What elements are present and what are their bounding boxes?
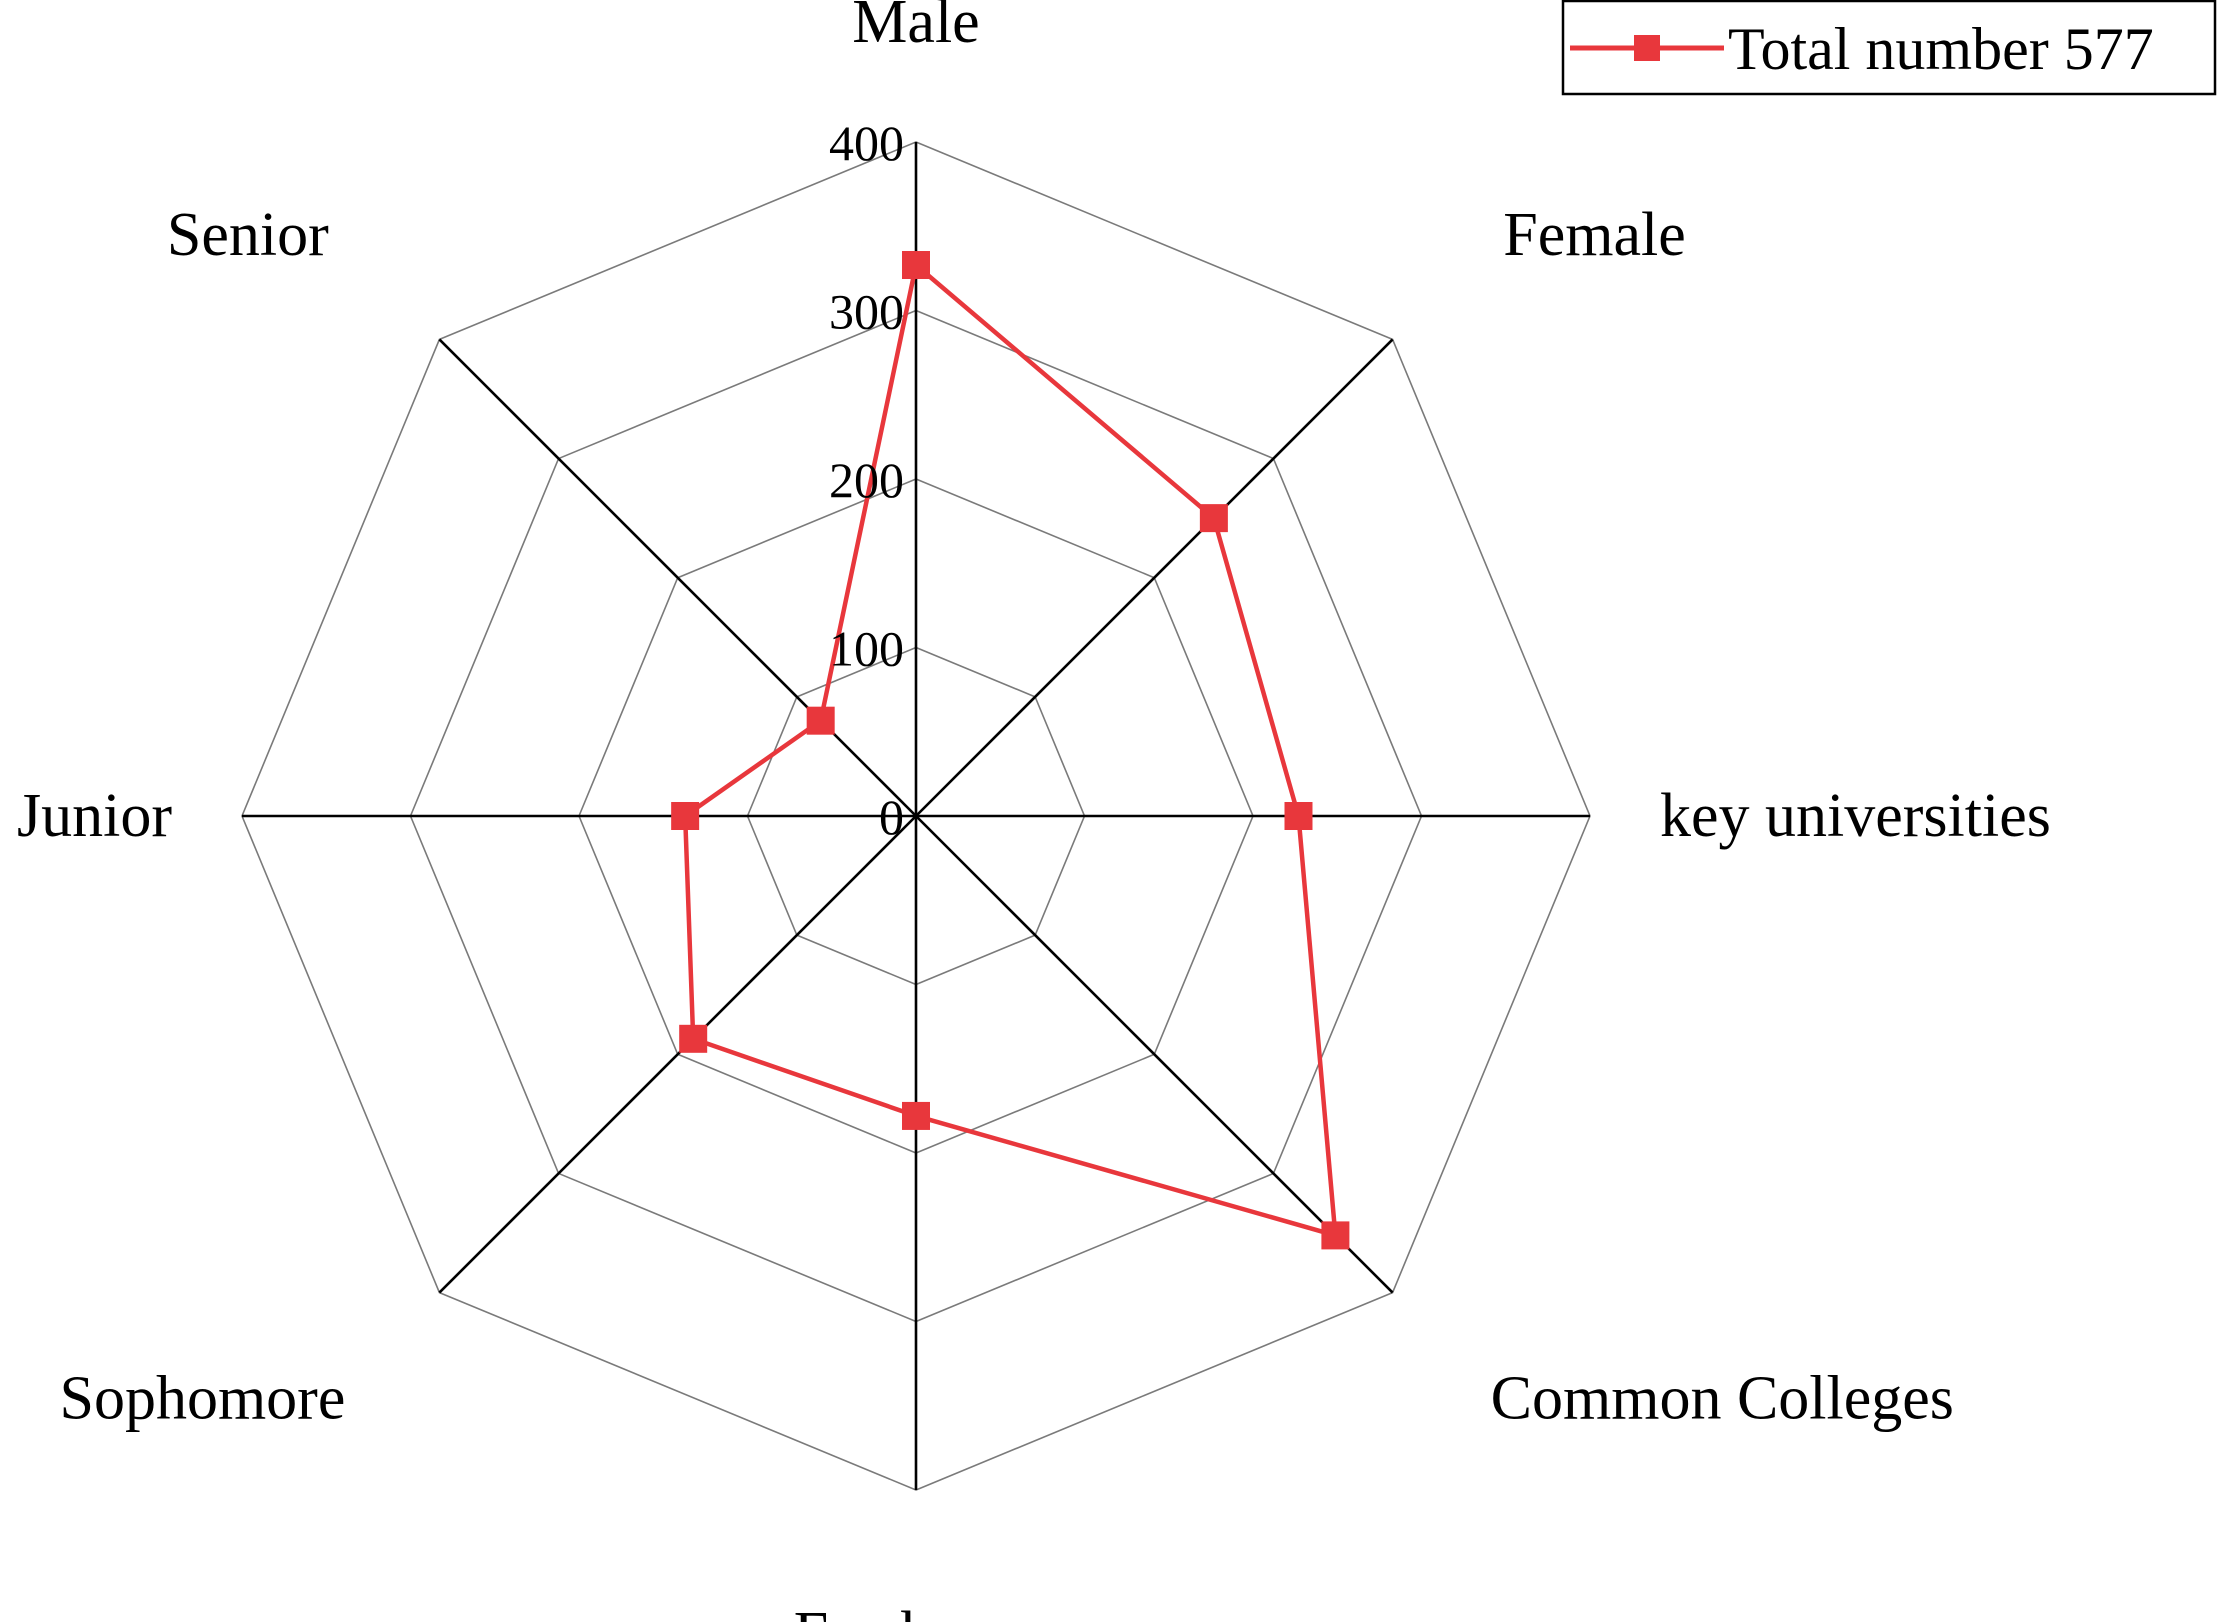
axis-spoke xyxy=(438,815,917,1294)
category-label-male: Male xyxy=(852,0,979,56)
axis-spoke xyxy=(915,815,1394,1294)
tick-label: 0 xyxy=(879,789,904,845)
category-label-female: Female xyxy=(1503,201,1686,269)
radar-spokes xyxy=(242,142,1590,1490)
data-point-junior xyxy=(671,802,700,830)
category-label-junior: Junior xyxy=(17,782,172,850)
data-point-common-colleges xyxy=(1321,1221,1350,1250)
legend-square-marker xyxy=(1634,35,1660,61)
tick-label: 400 xyxy=(829,115,904,171)
tick-label: 300 xyxy=(829,284,904,340)
series-line xyxy=(682,262,1338,1238)
data-point-senior xyxy=(806,706,835,735)
category-label-common-colleges: Common Colleges xyxy=(1491,1365,1954,1433)
category-label-key-universities: key universities xyxy=(1660,782,2051,850)
category-label-senior: Senior xyxy=(167,201,329,269)
tick-label: 100 xyxy=(829,621,904,677)
legend: Total number 577 xyxy=(1561,0,2217,96)
data-point-sophomore xyxy=(679,1024,708,1053)
data-point-female xyxy=(1199,504,1228,533)
axis-spoke xyxy=(915,338,1394,817)
category-label-freshman: Freshman xyxy=(794,1600,1039,1622)
series-layer xyxy=(671,251,1350,1250)
axis-spoke xyxy=(438,338,917,817)
data-point-freshman xyxy=(902,1101,930,1130)
radial-tick-labels: 0 100 200 300 400 xyxy=(829,115,904,845)
legend-label: Total number 577 xyxy=(1728,16,2154,82)
category-label-sophomore: Sophomore xyxy=(59,1365,345,1433)
tick-label: 200 xyxy=(829,452,904,508)
data-point-male xyxy=(902,251,930,280)
data-point-key-universities xyxy=(1284,802,1313,830)
